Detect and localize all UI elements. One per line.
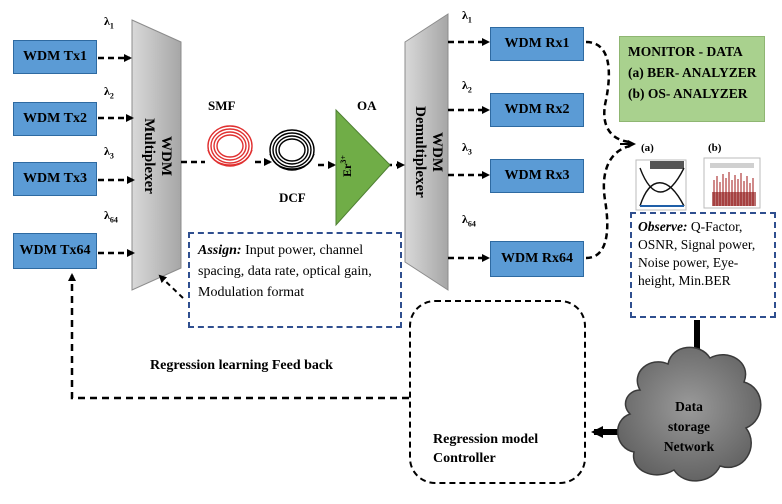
- dcf-label: DCF: [279, 190, 306, 205]
- observe-text: Q-Factor, OSNR, Signal power, Noise powe…: [638, 219, 756, 288]
- assign-box: Assign: Input power, channel spacing, da…: [188, 232, 402, 328]
- assign-text: Input power, channel spacing, data rate,…: [198, 243, 372, 300]
- oa-label: OA: [357, 98, 377, 113]
- tx-box-2: WDM Tx2: [13, 102, 97, 136]
- monitor-data-box: MONITOR - DATA (a) BER- ANALYZER (b) OS-…: [619, 36, 765, 122]
- spectrum-icon: [703, 157, 761, 209]
- tx-box-3: WDM Tx3: [13, 162, 97, 196]
- observe-box: Observe: Q-Factor, OSNR, Signal power, N…: [630, 212, 776, 318]
- smf-label: SMF: [208, 98, 236, 113]
- rx-label: WDM Rx1: [504, 36, 570, 51]
- monitor-item-os: (b) OS- ANALYZER: [628, 86, 748, 101]
- monitor-title: MONITOR - DATA: [628, 44, 743, 59]
- rx-label: WDM Rx64: [501, 251, 573, 266]
- rx-box-3: WDM Rx3: [490, 159, 584, 193]
- optical-amplifier: [335, 108, 391, 227]
- rx-box-1: WDM Rx1: [490, 27, 584, 61]
- eye-diagram-icon: [635, 159, 687, 211]
- rx-lambda-3: λ3: [462, 140, 472, 157]
- tx-label: WDM Tx1: [23, 49, 87, 64]
- analyzer-tag-b: (b): [708, 142, 722, 154]
- tx-lambda-1: λ1: [104, 14, 114, 31]
- rx-lambda-1: λ1: [462, 8, 472, 25]
- monitor-item-ber: (a) BER- ANALYZER: [628, 65, 757, 80]
- tx-lambda-3: λ3: [104, 144, 114, 161]
- rx-label: WDM Rx2: [504, 102, 570, 117]
- dcf-coil: [269, 129, 315, 171]
- tx-lambda-64: λ64: [104, 208, 118, 225]
- tx-label: WDM Tx3: [23, 171, 87, 186]
- tx-label: WDM Tx64: [19, 243, 91, 258]
- controller-box: [409, 300, 586, 484]
- rx-label: WDM Rx3: [504, 168, 570, 183]
- demultiplexer-shape: [404, 13, 449, 291]
- rx-box-64: WDM Rx64: [490, 241, 584, 277]
- feedback-label: Regression learning Feed back: [150, 358, 333, 373]
- rx-box-2: WDM Rx2: [490, 93, 584, 127]
- tx-box-1: WDM Tx1: [13, 40, 97, 74]
- rx-lambda-2: λ2: [462, 78, 472, 95]
- erbium-label: Er3+: [338, 155, 354, 177]
- tx-box-64: WDM Tx64: [13, 233, 97, 269]
- tx-label: WDM Tx2: [23, 111, 87, 126]
- rx-lambda-64: λ64: [462, 212, 476, 229]
- cloud-icon: [616, 346, 762, 482]
- tx-lambda-2: λ2: [104, 84, 114, 101]
- observe-lead: Observe:: [638, 219, 688, 234]
- assign-lead: Assign:: [198, 243, 242, 258]
- smf-coil: [207, 125, 253, 167]
- multiplexer-shape: [131, 19, 182, 291]
- analyzer-tag-a: (a): [641, 142, 654, 154]
